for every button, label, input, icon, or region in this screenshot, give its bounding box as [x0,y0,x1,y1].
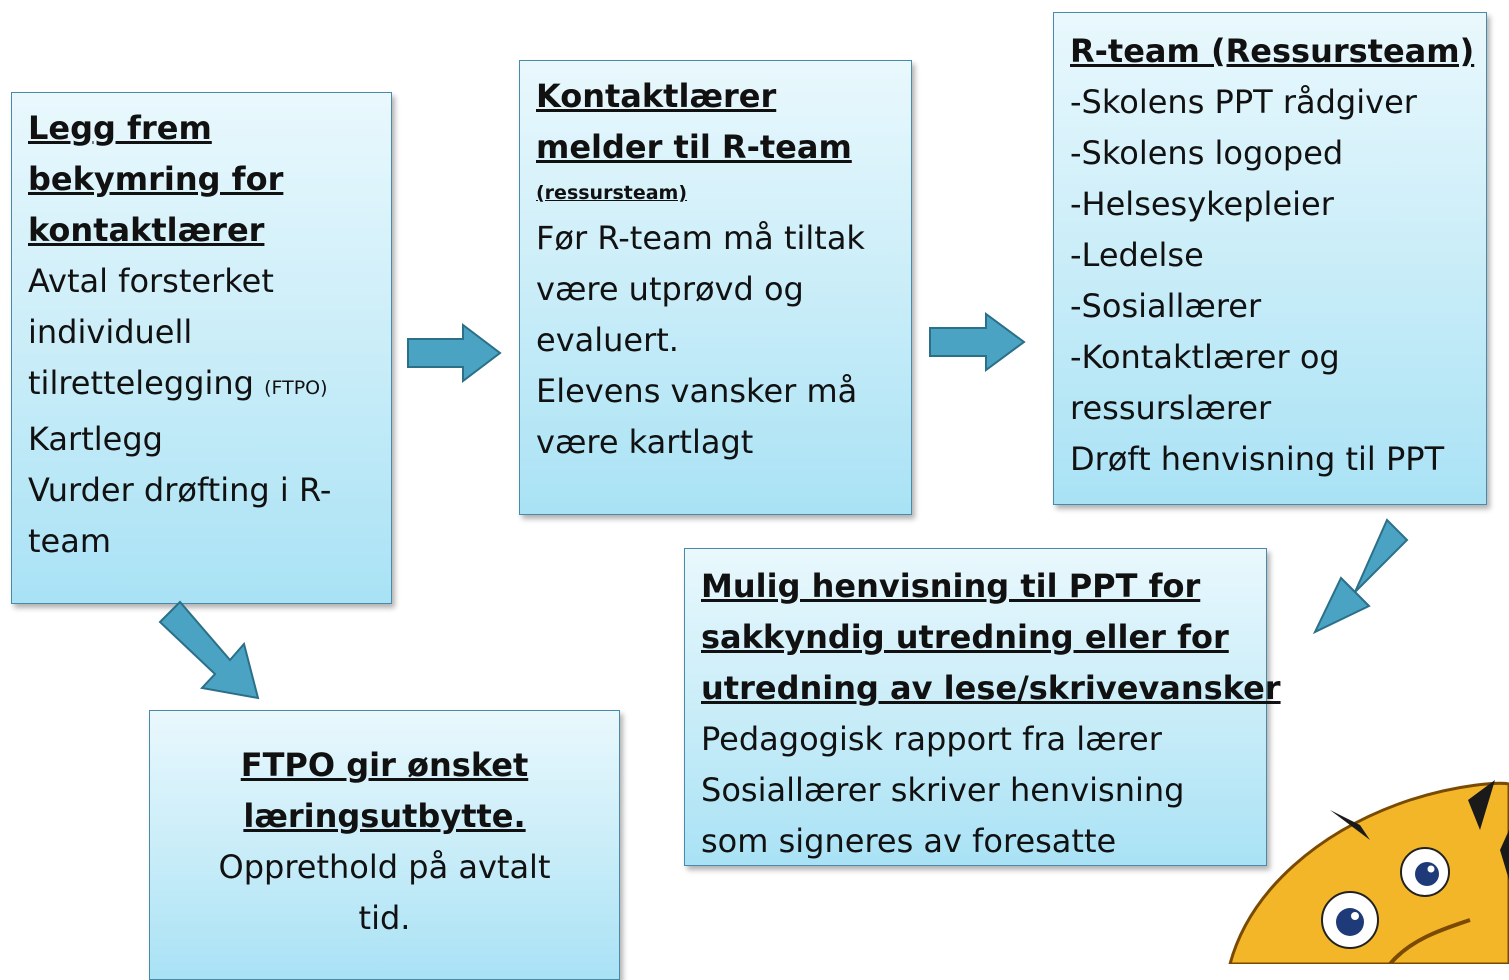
box-concern-body-3: tilrettelegging [28,364,254,402]
box-concern-title-1: Legg frem [28,109,212,147]
box-concern-body-6: team [28,522,112,560]
box-contact-body-2: være utprøvd og [536,270,804,308]
box-concern-body-5: Vurder drøfting i R- [28,471,332,509]
box-ppt-referral: Mulig henvisning til PPT for sakkyndig u… [684,548,1281,866]
box-concern-ftpo: (FTPO) [264,377,328,399]
box-contact-title-2: melder til R-team [536,128,852,166]
box-ftpo-title-1: FTPO gir ønsket [240,746,529,784]
box-contact-title-1: Kontaktlærer [536,77,777,115]
box-rteam-body-2: -Skolens logoped [1070,134,1344,172]
box-resource-team: R-team (Ressursteam) -Skolens PPT rådgiv… [1053,12,1487,505]
box-concern-title-2: bekymring for [28,160,284,198]
box-ppt-title-1: Mulig henvisning til PPT for [701,567,1201,605]
box-concern: Legg frem bekymring for kontaktlærer Avt… [11,92,392,604]
box-contact-body-3: evaluert. [536,321,679,359]
down-right-arrow-icon [158,600,260,700]
box-rteam-body-4: -Ledelse [1070,236,1204,274]
box-ftpo-body-2: tid. [358,899,411,937]
box-rteam-body-1: -Skolens PPT rådgiver [1070,83,1417,121]
box-rteam-body-3: -Helsesykepleier [1070,185,1334,223]
down-left-arrow-icon [1312,518,1409,635]
box-concern-body-1: Avtal forsterket [28,262,274,300]
box-ppt-title-2: sakkyndig utredning eller for [701,618,1229,656]
box-ppt-body-2: Sosiallærer skriver henvisning [701,771,1185,809]
box-rteam-body-8: Drøft henvisning til PPT [1070,440,1445,478]
box-concern-body-3-wrap: tilrettelegging (FTPO) [28,358,375,414]
box-contact-subtitle: (ressursteam) [536,182,688,204]
box-ppt-body-1: Pedagogisk rapport fra lærer [701,720,1162,758]
box-rteam-title: R-team (Ressursteam) [1070,32,1475,70]
box-ftpo-outcome: FTPO gir ønsket læringsutbytte. Oppretho… [149,710,620,980]
box-contact-teacher: Kontaktlærer melder til R-team (ressurst… [519,60,912,515]
box-contact-body-4: Elevens vansker må [536,372,858,410]
box-rteam-body-7: ressurslærer [1070,389,1272,427]
box-rteam-body-5: -Sosiallærer [1070,287,1262,325]
box-concern-body-4: Kartlegg [28,420,163,458]
box-ftpo-title-2: læringsutbytte. [243,797,526,835]
right-arrow-icon [407,322,502,384]
box-contact-body-1: Før R-team må tiltak [536,219,865,257]
tiger-mascot-icon [1228,780,1509,964]
box-contact-body-5: være kartlagt [536,423,754,461]
box-concern-body-2: individuell [28,313,193,351]
box-ppt-body-3: som signeres av foresatte [701,822,1117,860]
right-arrow-icon [929,312,1026,372]
box-rteam-body-6: -Kontaktlærer og [1070,338,1340,376]
box-ppt-title-3: utredning av lese/skrivevansker [701,669,1281,707]
box-ftpo-body-1: Opprethold på avtalt [218,848,551,886]
box-concern-title-3: kontaktlærer [28,211,265,249]
